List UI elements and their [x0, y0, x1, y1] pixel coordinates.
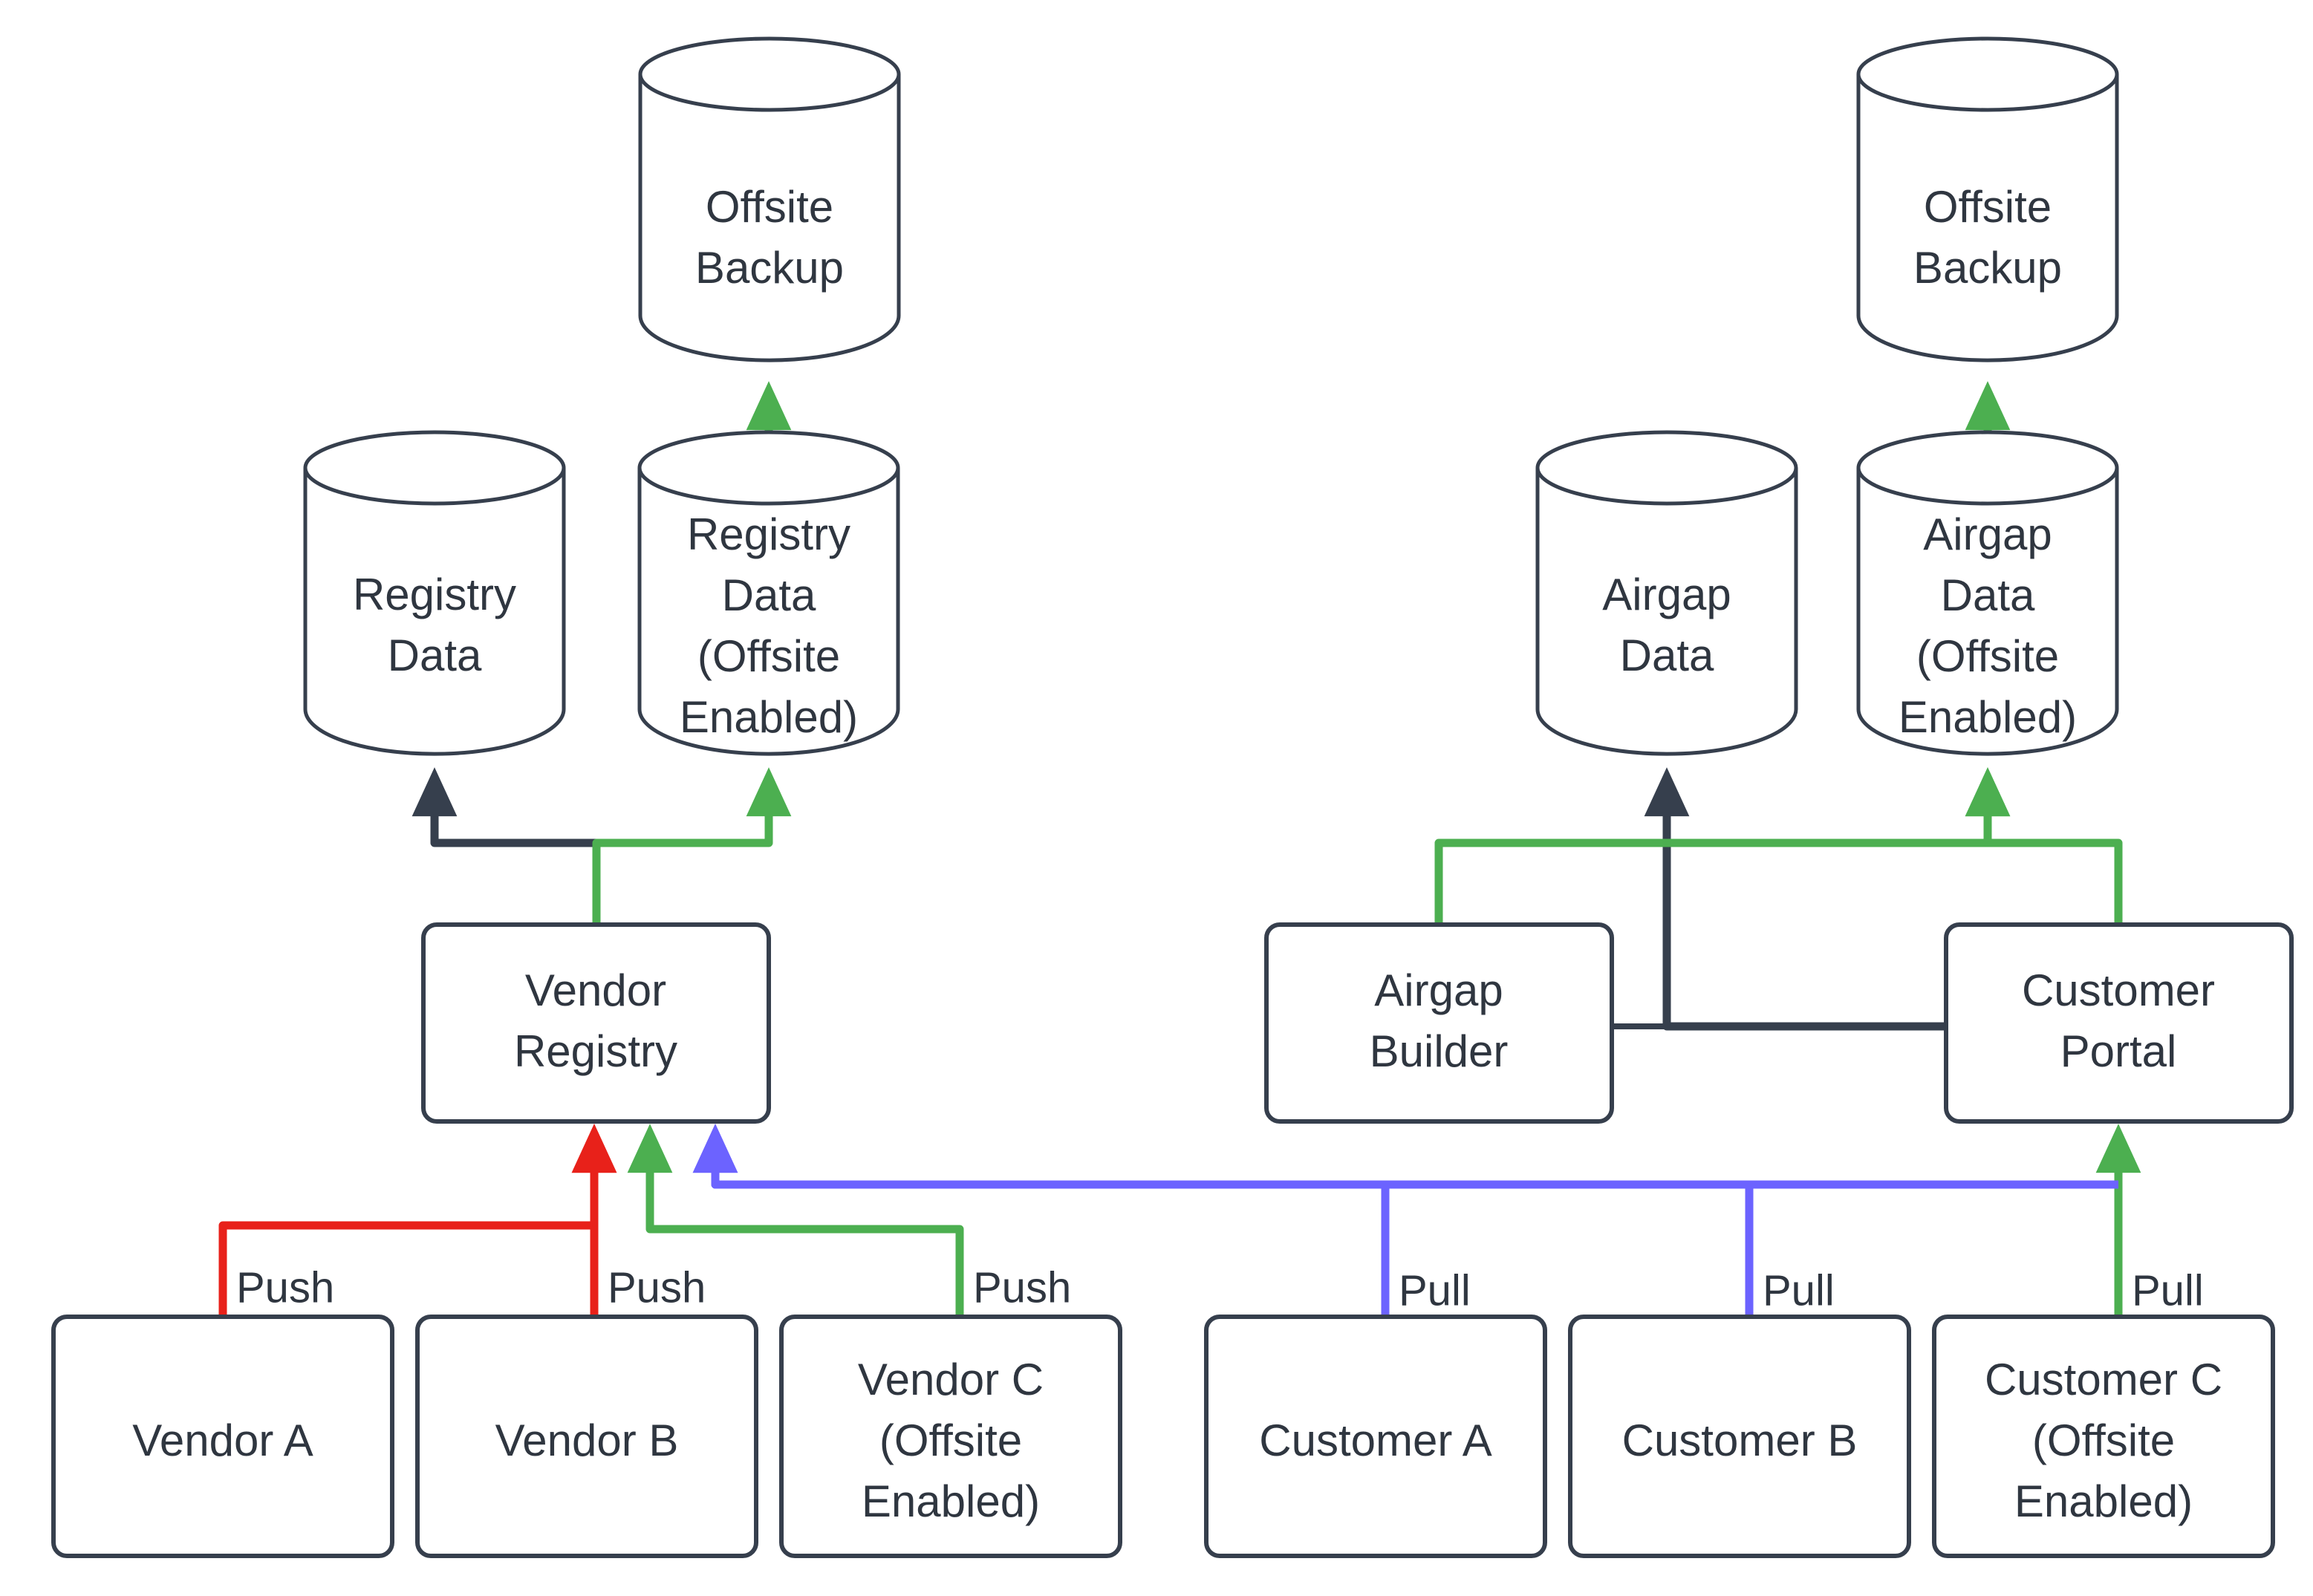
node-label: Enabled)	[2014, 1476, 2193, 1526]
node-label: Vendor B	[495, 1416, 679, 1465]
node-label: Enabled)	[1899, 692, 2077, 742]
edge-label-customer-a-pull: Pull	[1399, 1266, 1471, 1315]
node-label: (Offsite	[697, 631, 840, 681]
node-label: (Offsite	[1916, 631, 2059, 681]
node-vendor-a[interactable]: Vendor A	[51, 1315, 394, 1558]
node-label: Airgap	[1923, 509, 2052, 559]
edge-label-customer-b-pull: Pull	[1763, 1266, 1835, 1315]
node-label: Data	[1941, 570, 2035, 620]
node-label: (Offsite	[879, 1416, 1022, 1465]
edge-label-customer-c-pull: Pull	[2132, 1266, 2204, 1315]
node-vendor-registry[interactable]: Vendor Registry	[421, 922, 771, 1124]
node-label: Registry	[687, 509, 850, 559]
edge-vendor-c-push	[627, 1124, 964, 1317]
node-airgap-data[interactable]: Airgap Data	[1535, 430, 1798, 756]
node-label: Customer B	[1622, 1416, 1858, 1465]
node-label: Portal	[2060, 1026, 2177, 1076]
node-label: Offsite	[1924, 182, 2052, 232]
node-label: Registry	[514, 1026, 677, 1076]
node-registry-data-offsite[interactable]: Registry Data (Offsite Enabled)	[637, 430, 900, 756]
node-airgap-data-offsite[interactable]: Airgap Data (Offsite Enabled)	[1856, 430, 2119, 756]
node-label: Data	[722, 570, 816, 620]
node-registry-data[interactable]: Registry Data	[303, 430, 566, 756]
node-label: Enabled)	[862, 1476, 1040, 1526]
node-label: Airgap	[1374, 965, 1503, 1015]
node-label: (Offsite	[2032, 1416, 2175, 1465]
node-offsite-backup-right[interactable]: Offsite Backup	[1856, 36, 2119, 362]
node-label: Customer A	[1259, 1416, 1491, 1465]
edge-label-vendor-c-push: Push	[973, 1263, 1071, 1312]
node-label: Customer C	[1985, 1355, 2222, 1404]
node-label: Vendor	[525, 965, 666, 1015]
edge-label-vendor-b-push: Push	[608, 1263, 706, 1312]
node-customer-b[interactable]: Customer B	[1568, 1315, 1911, 1558]
node-vendor-c[interactable]: Vendor C (Offsite Enabled)	[779, 1315, 1122, 1558]
node-label: Customer	[2022, 965, 2215, 1015]
node-label: Vendor A	[132, 1416, 313, 1465]
node-label: Vendor C	[858, 1355, 1044, 1404]
node-vendor-b[interactable]: Vendor B	[415, 1315, 758, 1558]
node-label: Builder	[1370, 1026, 1509, 1076]
edge-label-vendor-a-push: Push	[236, 1263, 334, 1312]
edge-customer-portal-to-airgap-data-offsite	[1965, 767, 2123, 925]
edge-customer-b-pull	[692, 1124, 1754, 1317]
node-customer-c[interactable]: Customer C (Offsite Enabled)	[1932, 1315, 2275, 1558]
edge-vendor-registry-to-registry-data	[411, 767, 601, 925]
node-label: Backup	[1913, 243, 2062, 293]
edge-customer-portal-to-airgap-data	[1644, 767, 1946, 1031]
node-airgap-builder[interactable]: Airgap Builder	[1264, 922, 1614, 1124]
node-label: Data	[1620, 631, 1714, 680]
node-customer-portal[interactable]: Customer Portal	[1944, 922, 2294, 1124]
node-label: Offsite	[706, 182, 833, 232]
node-label: Enabled)	[680, 692, 858, 742]
node-label: Backup	[695, 243, 844, 293]
node-offsite-backup-left[interactable]: Offsite Backup	[638, 36, 901, 362]
node-label: Data	[388, 631, 482, 680]
node-label: Registry	[353, 570, 516, 619]
edge-vendor-registry-to-registry-data-offsite	[592, 767, 792, 925]
edge-airgap-builder-to-airgap-data-offsite	[1434, 767, 2011, 925]
node-customer-a[interactable]: Customer A	[1204, 1315, 1547, 1558]
node-label: Airgap	[1602, 570, 1731, 619]
